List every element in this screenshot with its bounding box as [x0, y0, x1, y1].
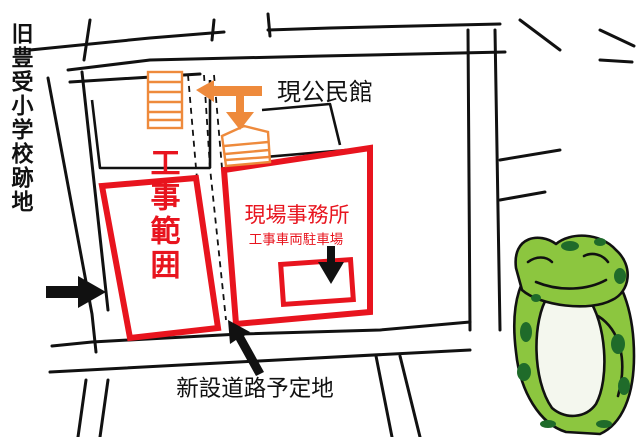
- new-road-arrow-icon: [228, 320, 264, 376]
- parking-arrow-icon: [318, 246, 344, 284]
- old-school-site-label: 旧豊受小学校跡地: [8, 22, 34, 214]
- school-site-arrow-icon: [46, 276, 106, 308]
- new-hall-building-icon: [220, 124, 272, 168]
- old-hall-building-icon: [146, 70, 184, 130]
- site-office-label: 現場事務所: [245, 203, 350, 227]
- construction-area[interactable]: 工事範囲: [98, 147, 222, 342]
- current-hall-label: 現公民館: [277, 78, 373, 106]
- vehicle-parking-label: 工事車両駐車場: [249, 232, 344, 248]
- parking-lot: [278, 256, 356, 308]
- hall-pointer-arrows-icon: [196, 80, 262, 130]
- new-road-site-label: 新設道路予定地: [176, 376, 334, 402]
- frog-mascot-icon: [513, 234, 636, 436]
- road-network: [28, 12, 636, 437]
- construction-area-label: 工事範囲: [145, 147, 181, 283]
- site-office-area[interactable]: 現場事務所 工事車両駐車場: [220, 144, 373, 328]
